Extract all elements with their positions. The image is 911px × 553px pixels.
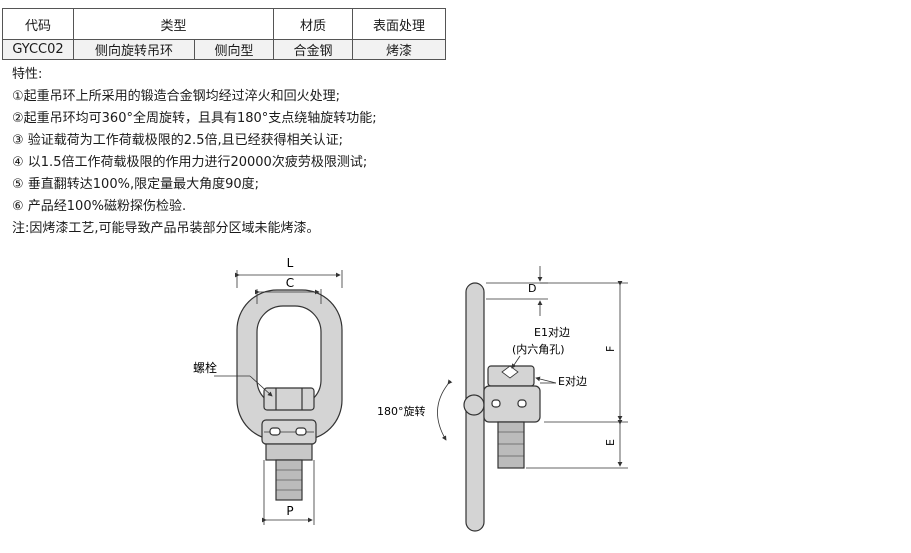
spec-table: 代码 类型 材质 表面处理 GYCC02 侧向旋转吊环 侧向型 合金钢 烤漆 [2, 8, 446, 60]
spec-table-header-row: 代码 类型 材质 表面处理 [2, 8, 446, 40]
feature-item: ③ 验证载荷为工作荷载极限的2.5倍,且已经获得相关认证; [12, 133, 343, 148]
hex-hole-label: (内六角孔) [512, 342, 565, 356]
dim-F-label: F [604, 346, 617, 352]
e-across-flats-label: E对边 [558, 374, 587, 388]
feature-item: ②起重吊环均可360°全周旋转，且具有180°支点绕轴旋转功能; [12, 111, 377, 126]
cell-surface: 烤漆 [352, 39, 446, 60]
side-dimensions [437, 266, 628, 469]
cell-type: 侧向旋转吊环 [73, 39, 195, 60]
header-surface: 表面处理 [352, 8, 446, 40]
front-view [236, 289, 343, 501]
feature-item: ④ 以1.5倍工作荷载极限的作用力进行20000次疲劳极限测试; [12, 155, 368, 170]
dim-D-label: D [528, 282, 536, 295]
header-type: 类型 [73, 8, 274, 40]
side-view [463, 282, 541, 532]
bolt-head [263, 387, 315, 411]
dim-C-label: C [286, 276, 294, 290]
features-title: 特性: [12, 67, 43, 82]
front-dimensions [214, 270, 343, 525]
feature-item: ①起重吊环上所采用的锻造合金钢均经过淬火和回火处理; [12, 89, 341, 104]
features-block: 特性: ①起重吊环上所采用的锻造合金钢均经过淬火和回火处理; ②起重吊环均可36… [12, 64, 377, 240]
spec-table-row: GYCC02 侧向旋转吊环 侧向型 合金钢 烤漆 [2, 39, 446, 60]
dim-E-label: E [604, 439, 617, 446]
header-code: 代码 [2, 8, 74, 40]
feature-item: ⑥ 产品经100%磁粉探伤检验. [12, 199, 187, 214]
dim-P-label: P [286, 504, 293, 518]
e1-label: E1对边 [534, 325, 570, 339]
feature-note: 注:因烤漆工艺,可能导致产品吊装部分区域未能烤漆。 [12, 221, 320, 236]
bolt-label: 螺栓 [193, 360, 217, 375]
pivot [463, 394, 485, 416]
cell-material: 合金钢 [273, 39, 353, 60]
rotate-label: 180°旋转 [377, 404, 426, 418]
cell-code: GYCC02 [2, 39, 74, 60]
feature-item: ⑤ 垂直翻转达100%,限定量最大角度90度; [12, 177, 260, 192]
washer [265, 443, 313, 461]
dim-L-label: L [287, 256, 294, 270]
side-thread [497, 421, 525, 469]
